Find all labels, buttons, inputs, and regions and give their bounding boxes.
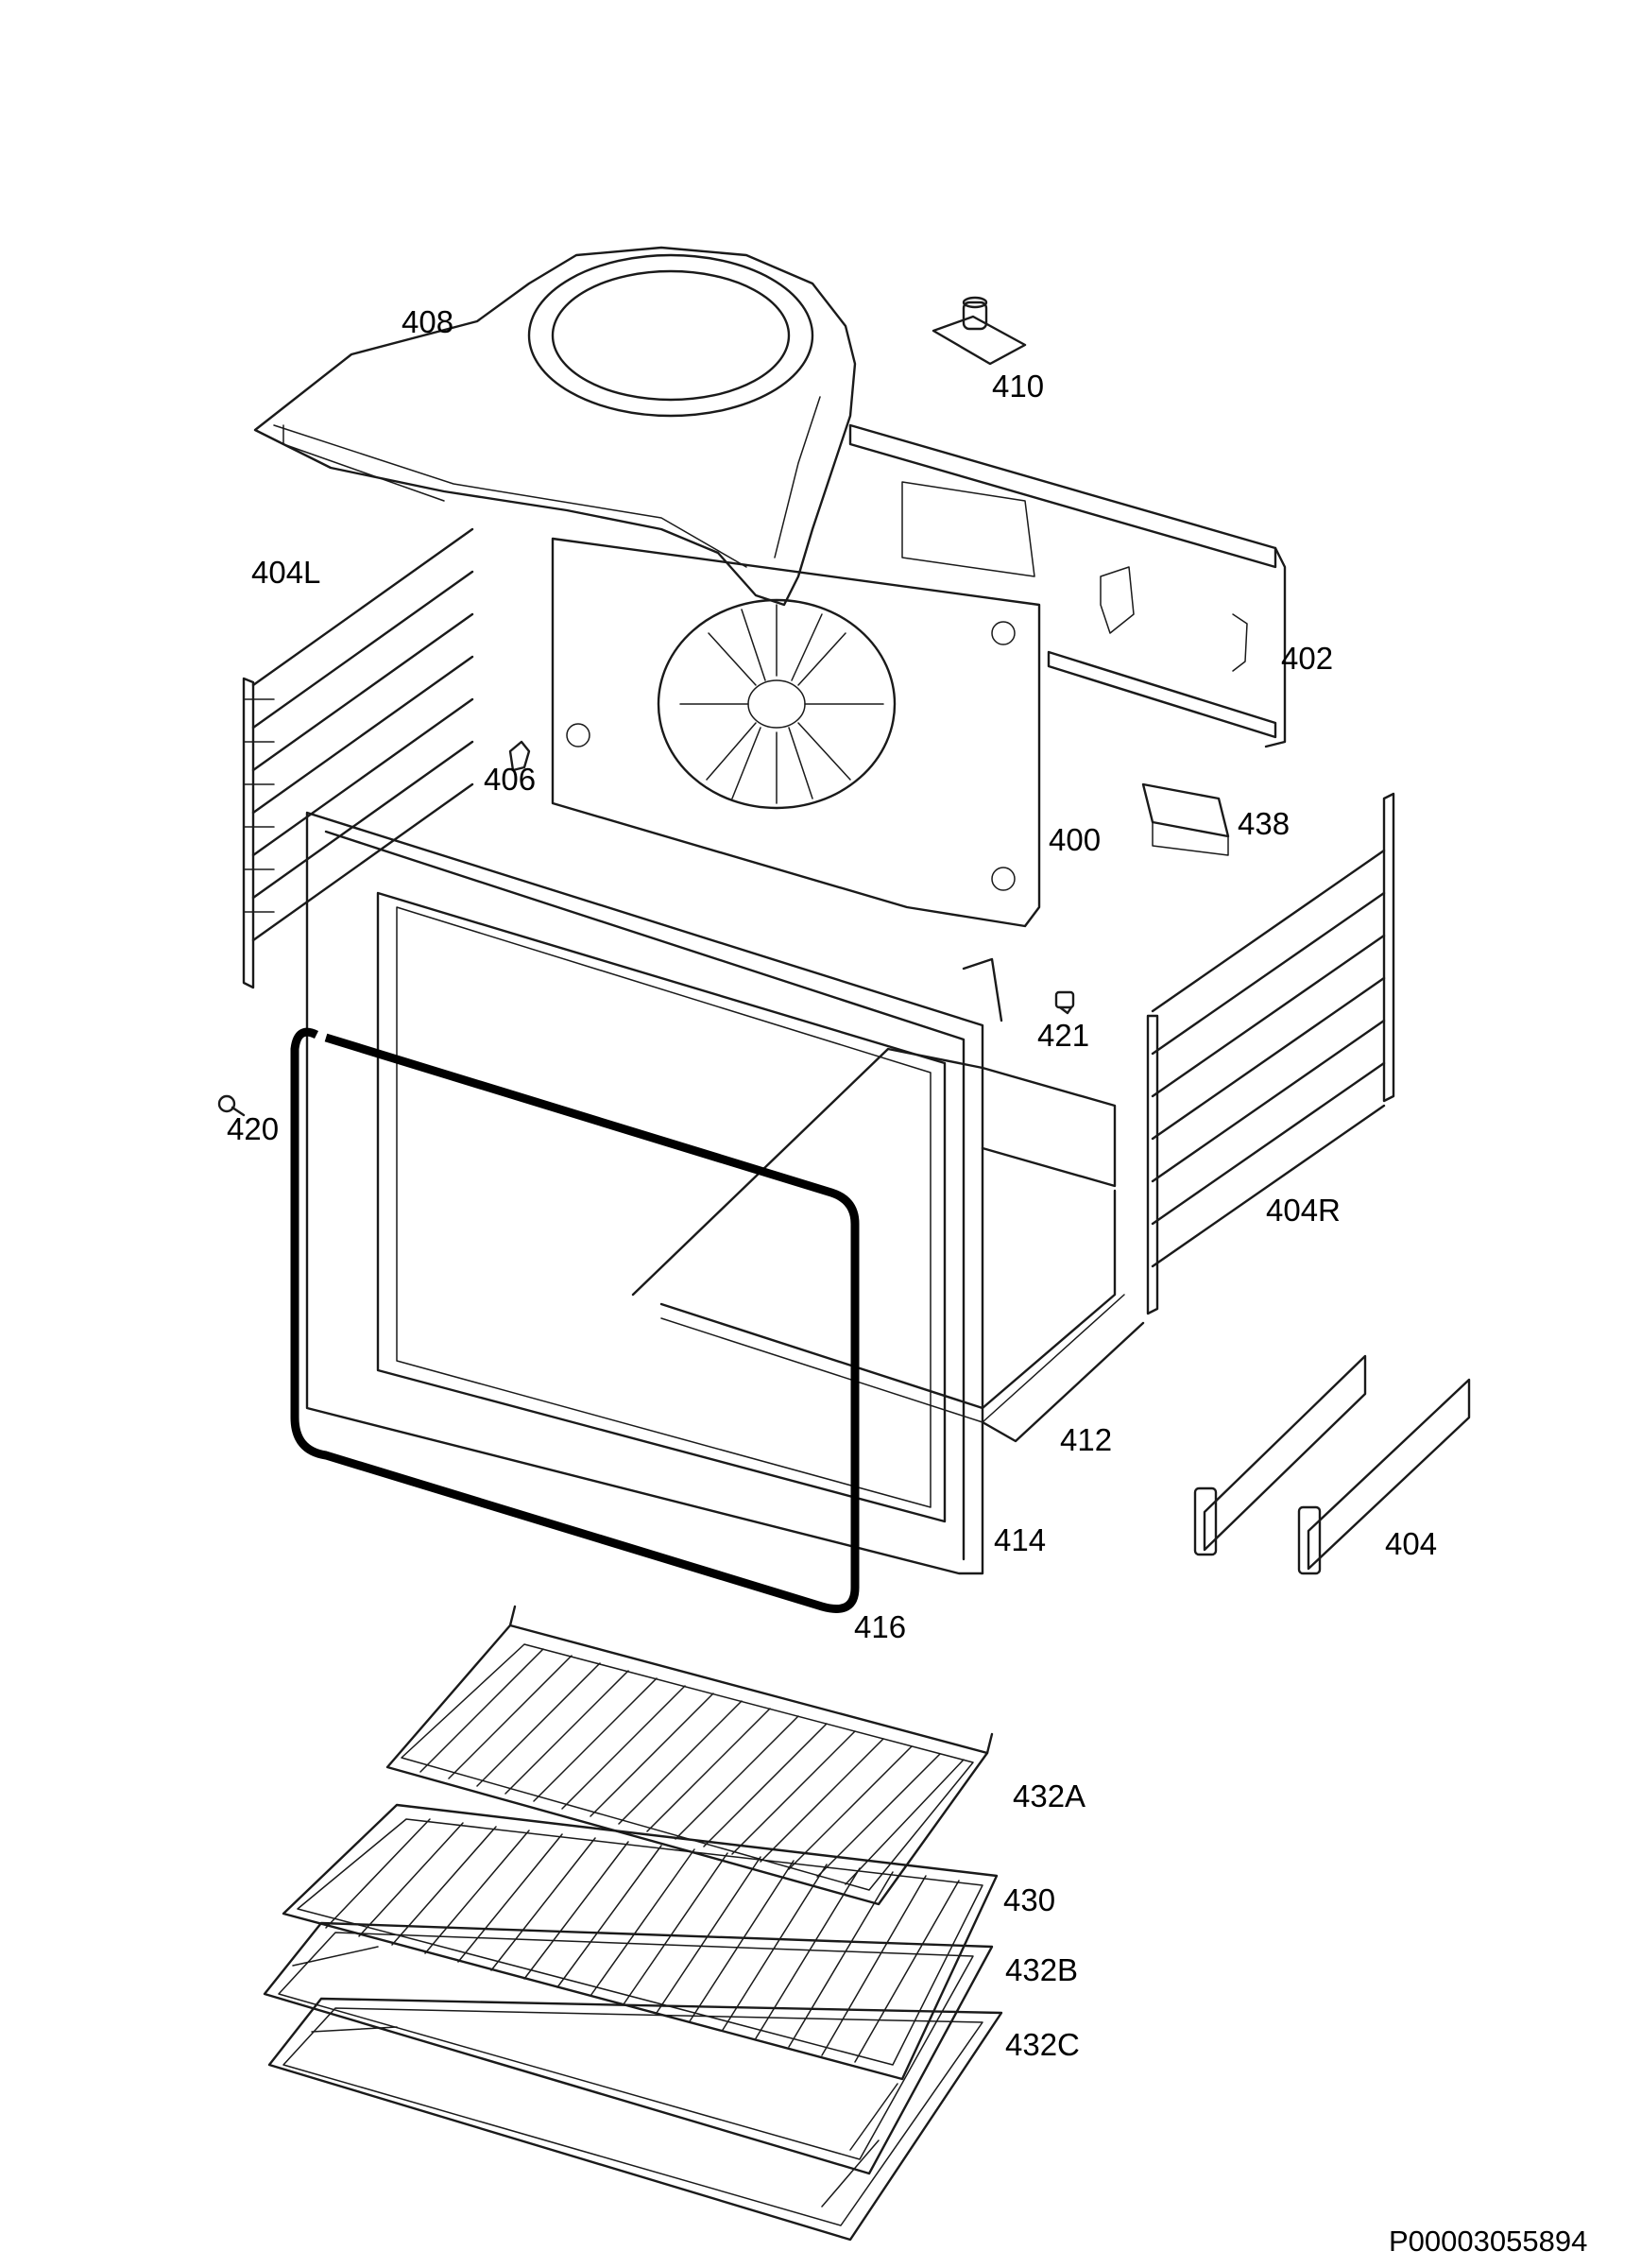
part-402-rear-rail[interactable] xyxy=(848,423,1287,748)
label-420: 420 xyxy=(227,1111,279,1146)
part-421-screw[interactable] xyxy=(1054,990,1075,1015)
part-412-bottom-frame[interactable] xyxy=(631,1047,1145,1443)
part-414-oven-frame[interactable] xyxy=(305,811,1003,1575)
fan-grille xyxy=(679,604,884,804)
part-438-bracket[interactable] xyxy=(1141,782,1230,856)
part-432B-baking-tray[interactable] xyxy=(263,1921,994,2175)
label-414: 414 xyxy=(994,1522,1046,1557)
label-432A: 432A xyxy=(1013,1778,1085,1813)
part-404L-left-shelf-support[interactable] xyxy=(242,527,474,989)
label-404L: 404L xyxy=(251,555,320,590)
label-400: 400 xyxy=(1049,822,1101,857)
label-432B: 432B xyxy=(1005,1952,1078,1987)
part-430-grill-grid[interactable] xyxy=(282,1803,999,2081)
part-432C-deep-tray[interactable] xyxy=(267,1997,1003,2242)
drawing-code: P00003055894 xyxy=(1389,2225,1587,2258)
label-421: 421 xyxy=(1037,1018,1089,1053)
label-432C: 432C xyxy=(1005,2027,1080,2062)
part-404-telescopic-runners[interactable] xyxy=(1193,1354,1471,1575)
part-400-back-panel[interactable] xyxy=(551,481,1041,928)
rack-wires xyxy=(419,1648,965,1885)
label-404: 404 xyxy=(1385,1526,1437,1561)
label-408: 408 xyxy=(402,304,453,339)
label-430: 430 xyxy=(1003,1882,1055,1917)
part-416-door-seal[interactable] xyxy=(290,1027,860,1613)
label-406: 406 xyxy=(484,762,536,797)
part-406-clip[interactable] xyxy=(508,740,531,772)
part-404R-right-shelf-support[interactable] xyxy=(1146,792,1395,1315)
label-438: 438 xyxy=(1238,806,1290,841)
label-412: 412 xyxy=(1060,1422,1112,1457)
label-416: 416 xyxy=(854,1609,906,1644)
part-410-motor-mount[interactable] xyxy=(932,296,1027,366)
label-410: 410 xyxy=(992,369,1044,404)
part-432A-wire-rack[interactable] xyxy=(385,1605,994,1906)
grid-bars xyxy=(325,1818,960,2063)
part-420-screw[interactable] xyxy=(217,1094,246,1117)
label-404R: 404R xyxy=(1266,1193,1341,1228)
label-402: 402 xyxy=(1281,641,1333,676)
part-408-fan-cover[interactable] xyxy=(253,246,857,607)
